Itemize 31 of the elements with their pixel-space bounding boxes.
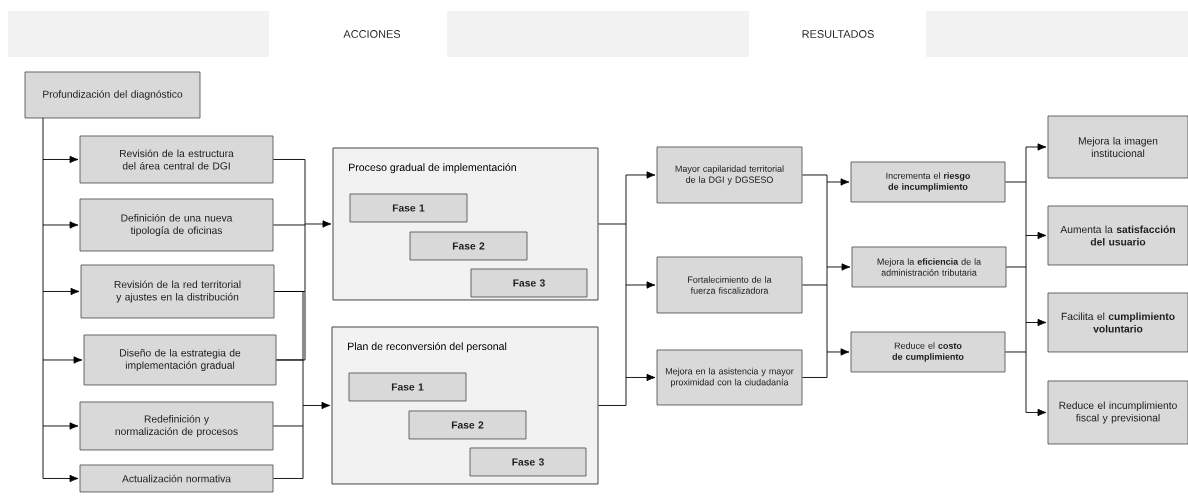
process-box: Mejora la eficiencia de la administración tributaria bbox=[851, 246, 1007, 288]
arrow bbox=[598, 171, 656, 406]
process-box: Profundización del diagnóstico bbox=[24, 71, 201, 119]
process-box: Fase 2 bbox=[409, 231, 528, 261]
arrow bbox=[801, 174, 851, 378]
arrow bbox=[272, 291, 331, 479]
process-box: Facilita el cumplimiento voluntario bbox=[1047, 292, 1188, 353]
process-box: Reduce el incumplimiento fiscal y previsional bbox=[1047, 380, 1188, 445]
arrow bbox=[1004, 143, 1047, 417]
process-box: Mejora la imagen institucional bbox=[1047, 115, 1188, 179]
process-box: Actualización normativa bbox=[79, 464, 274, 493]
section-heading: ACCIONES bbox=[343, 30, 401, 38]
process-box: Fase 1 bbox=[349, 193, 468, 223]
process-box: Incrementa el riesgo de incumplimiento bbox=[850, 161, 1006, 203]
process-box: Reduce el costo de cumplimiento bbox=[850, 331, 1006, 373]
process-box: Revisión de la red territorial y ajustes en la distribución bbox=[80, 264, 275, 319]
process-box: Fortalecimiento de la fuerza fiscalizadora bbox=[656, 256, 803, 314]
process-box: Mejora en la asistencia y mayor proximidad con la ciudadanía bbox=[656, 349, 803, 406]
process-box: Fase 2 bbox=[408, 410, 527, 440]
process-box: Fase 3 bbox=[469, 447, 587, 477]
process-box: Fase 3 bbox=[470, 268, 588, 298]
section-heading: RESULTADOS bbox=[802, 30, 874, 38]
process-box: Definición de una nueva tipología de oficinas bbox=[79, 198, 274, 252]
process-box: Fase 1 bbox=[348, 372, 467, 402]
process-box: Redefinición y normalización de procesos bbox=[79, 401, 274, 451]
process-box: Diseño de la estrategia de implementación gradual bbox=[83, 334, 277, 386]
process-box: Mayor capilaridad territorial de la DGI y DGSESO bbox=[656, 146, 803, 204]
arrow bbox=[272, 159, 332, 361]
process-box: Aumenta la satisfacción del usuario bbox=[1047, 205, 1188, 266]
arrow bbox=[42, 117, 83, 483]
process-box: Revisión de la estructura del área central de DGI bbox=[79, 135, 274, 184]
